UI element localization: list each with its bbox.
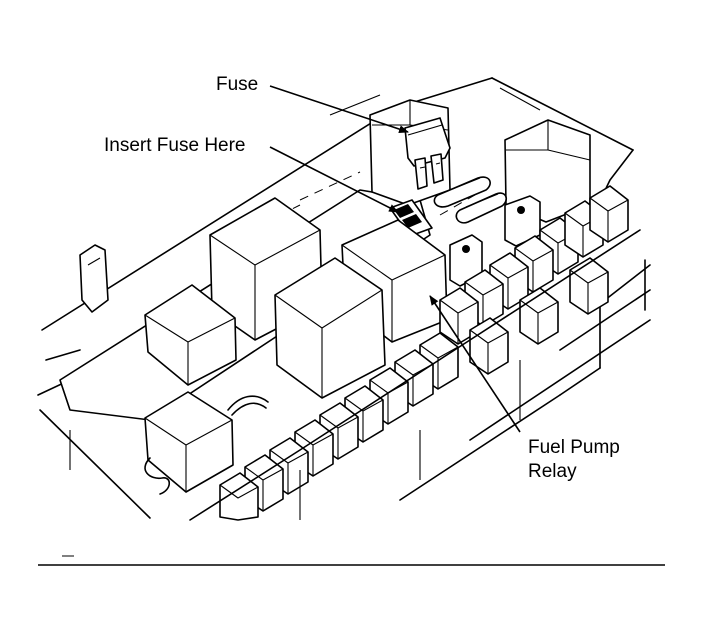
fuse-row-upper: [439, 185, 629, 345]
fuel-pump-relay-leader-arrow: [429, 295, 521, 433]
relay-front-center: [274, 257, 386, 399]
fuse-label: Fuse: [216, 74, 258, 95]
fuel-pump-relay-label-line1: Fuel Pump: [528, 437, 620, 458]
capsule-fuse-1: [433, 176, 491, 208]
blade-fuse: [404, 117, 451, 190]
callout-leaders: [269, 85, 521, 433]
insert-fuse-here-label: Insert Fuse Here: [104, 135, 246, 156]
fuse-socket: [389, 199, 433, 237]
fuse-leader-arrow: [269, 85, 409, 133]
fuse-box-rails: [69, 229, 641, 521]
fuel-pump-relay-label-line2: Relay: [528, 461, 577, 482]
fuse-row-lower: [219, 257, 609, 521]
capsule-fuse-2: [455, 192, 508, 224]
relay-small-left: [144, 284, 237, 386]
insert-fuse-leader-arrow: [269, 146, 399, 213]
relay-front-wired: [144, 391, 269, 495]
